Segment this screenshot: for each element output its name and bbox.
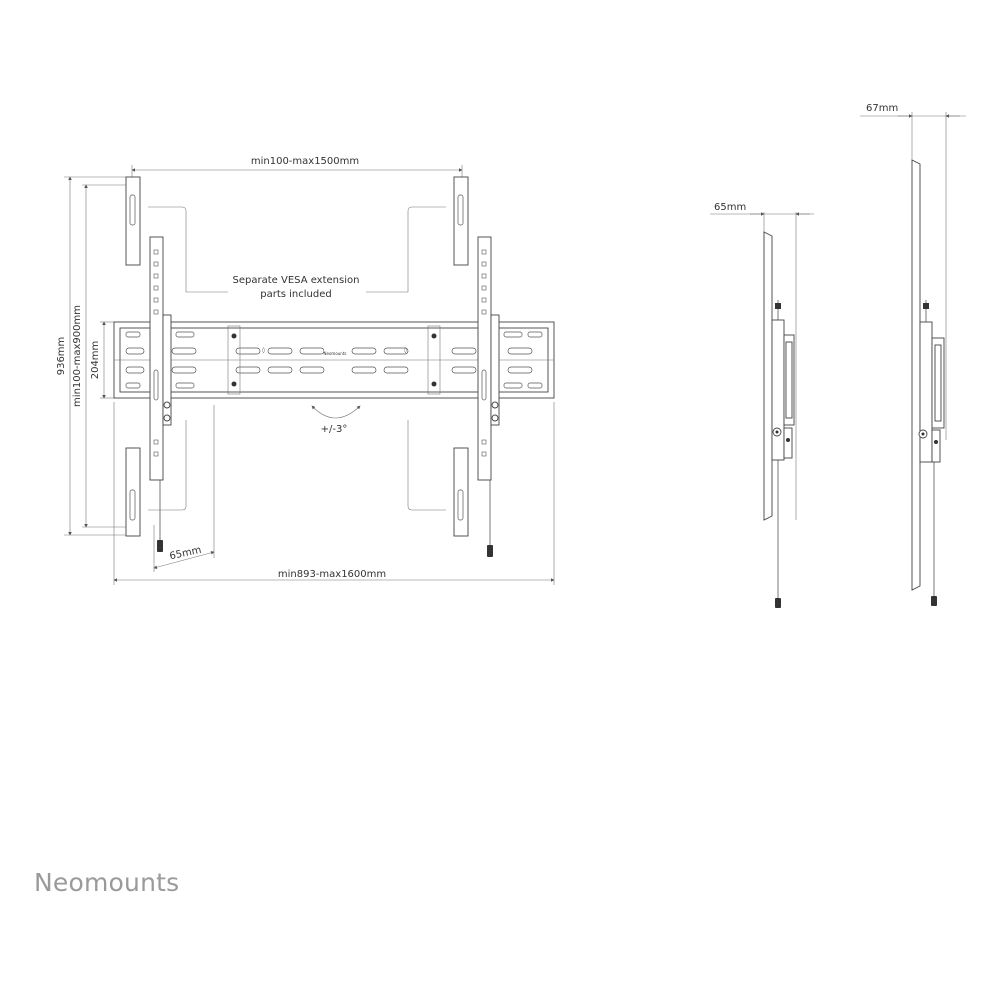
extension-note-line2: parts included	[260, 289, 331, 300]
overall-height-label: 936mm	[56, 337, 67, 376]
svg-text:◊: ◊	[262, 347, 265, 354]
extension-callout: Separate VESA extension parts included	[148, 206, 446, 511]
vesa-extension-plates	[125, 176, 469, 537]
width-label: min100-max1500mm	[251, 156, 359, 167]
rail-width-dimension: min893-max1600mm	[113, 402, 555, 585]
side-view-2: 67mm	[860, 103, 966, 606]
tilt-label: +/-3°	[321, 424, 348, 435]
extension-note-line1: Separate VESA extension	[233, 275, 360, 286]
tilt-indicator: +/-3°	[311, 405, 361, 435]
side-view-1: 65mm	[710, 202, 814, 608]
height-dimensions: 936mm min100-max900mm 204mm	[56, 176, 126, 536]
tv-arm-right	[477, 236, 500, 557]
width-dimension: min100-max1500mm	[131, 156, 463, 182]
svg-text:◊: ◊	[404, 347, 407, 354]
side2-depth-label: 67mm	[866, 103, 898, 114]
side1-depth-label: 65mm	[714, 202, 746, 213]
brand-logo-text: Neomounts	[34, 868, 180, 897]
rail-height-label: 204mm	[90, 341, 101, 380]
plate-logo-text: Neomounts	[324, 351, 347, 356]
tv-arm-left	[149, 236, 172, 552]
front-view: min100-max1500mm 936mm min100-max900mm 2…	[56, 156, 555, 585]
rail-width-label: min893-max1600mm	[278, 569, 386, 580]
vesa-height-label: min100-max900mm	[72, 305, 83, 407]
